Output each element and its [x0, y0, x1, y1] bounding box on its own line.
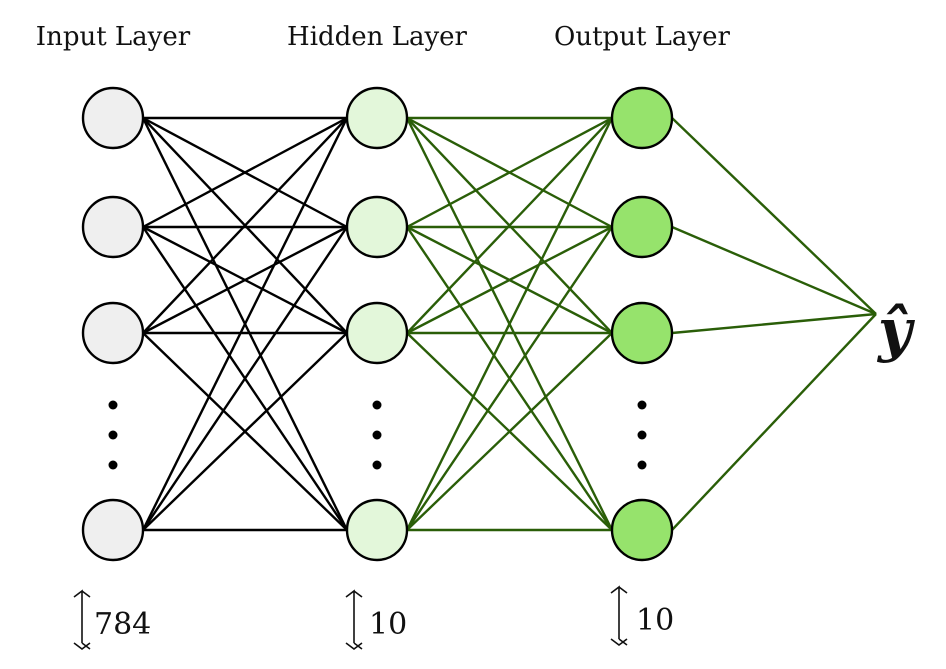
hidden-neuron-1 — [345, 86, 409, 150]
edge-output-2-to-yhat — [671, 312, 877, 335]
output-ellipsis-dot-2 — [637, 430, 647, 440]
output-neuron-1 — [610, 86, 674, 150]
edge-layer1-3-to-0 — [405, 117, 614, 531]
edge-output-1-to-yhat — [671, 225, 877, 316]
hidden-neuron-2 — [345, 195, 409, 259]
hidden-neuron-4 — [345, 498, 409, 562]
input-layer-title: Input Layer — [36, 22, 191, 52]
output-neuron-4 — [610, 498, 674, 562]
output-ellipsis-dot-3 — [637, 460, 647, 470]
edge-layer0-3-to-1 — [142, 226, 348, 531]
hidden-ellipsis-dot-2 — [372, 430, 382, 440]
output-size-label: 10 — [636, 603, 674, 638]
input-ellipsis-dot-2 — [108, 430, 118, 440]
ellipsis-markers — [108, 400, 647, 470]
output-ellipsis-dot-1 — [637, 400, 647, 410]
input-neuron-4 — [81, 498, 145, 562]
input-size-indicator: 784 — [73, 589, 151, 650]
edge-layer0-2-to-0 — [142, 117, 348, 334]
input-ellipsis-dot-1 — [108, 400, 118, 410]
input-neuron-2 — [81, 195, 145, 259]
neurons — [81, 86, 674, 562]
edge-output-0-to-yhat — [671, 117, 877, 315]
input-neuron-1 — [81, 86, 145, 150]
edge-layer0-2-to-1 — [142, 225, 348, 335]
y-hat-output-label: ŷ — [876, 296, 916, 364]
edge-layer1-2-to-0 — [406, 117, 613, 334]
output-neuron-3 — [610, 301, 674, 365]
output-layer-title: Output Layer — [554, 22, 730, 52]
edge-output-3-to-yhat — [671, 313, 877, 531]
edge-layer1-3-to-1 — [406, 226, 613, 531]
hidden-size-indicator: 10 — [345, 589, 407, 650]
double-arrow-vertical-icon — [73, 589, 91, 650]
edge-layer1-3-to-2 — [406, 332, 613, 531]
double-arrow-vertical-icon — [610, 585, 628, 646]
edge-layer0-3-to-2 — [142, 332, 348, 531]
hidden-ellipsis-dot-3 — [372, 460, 382, 470]
hidden-ellipsis-dot-1 — [372, 400, 382, 410]
edge-layer1-1-to-0 — [406, 116, 613, 229]
edge-layer1-2-to-1 — [406, 225, 613, 335]
edge-layer0-3-to-0 — [141, 117, 349, 531]
input-ellipsis-dot-3 — [108, 460, 118, 470]
output-neuron-2 — [610, 195, 674, 259]
input-size-label: 784 — [94, 607, 151, 642]
hidden-size-label: 10 — [369, 607, 407, 642]
input-neuron-3 — [81, 301, 145, 365]
connections — [141, 116, 877, 532]
hidden-layer-title: Hidden Layer — [287, 22, 468, 52]
output-size-indicator: 10 — [610, 585, 674, 646]
hidden-neuron-3 — [345, 301, 409, 365]
double-arrow-vertical-icon — [345, 589, 363, 650]
edge-layer0-1-to-0 — [142, 116, 348, 229]
